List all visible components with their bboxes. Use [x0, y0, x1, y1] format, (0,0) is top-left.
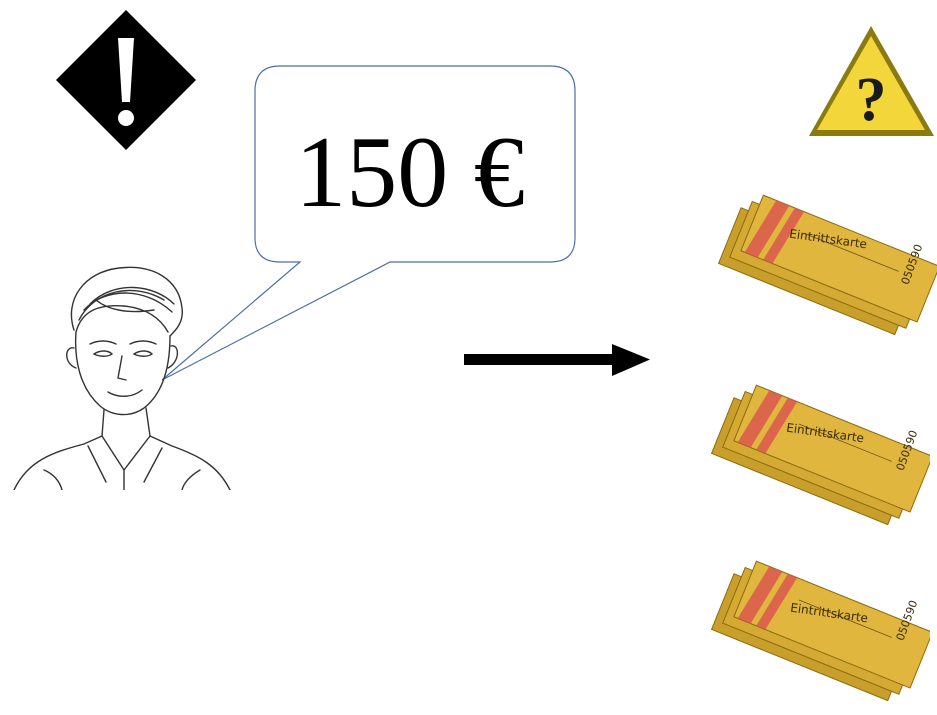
ticket-stack-3: Eintrittskarte 050590: [690, 536, 930, 711]
ticket-stack-1: Eintrittskarte 050590: [697, 170, 937, 345]
ticket-stack-graphic: [690, 360, 930, 535]
person-sketch-icon: [4, 260, 234, 490]
price-label: 150 €: [250, 108, 570, 238]
right-arrow-icon: [462, 340, 652, 380]
svg-text:?: ?: [856, 66, 887, 134]
question-triangle-icon: ?: [806, 22, 937, 142]
ticket-stack-graphic: [697, 170, 937, 345]
ticket-stack-graphic: [690, 536, 930, 711]
ticket-stack-2: Eintrittskarte 050590: [690, 360, 930, 535]
